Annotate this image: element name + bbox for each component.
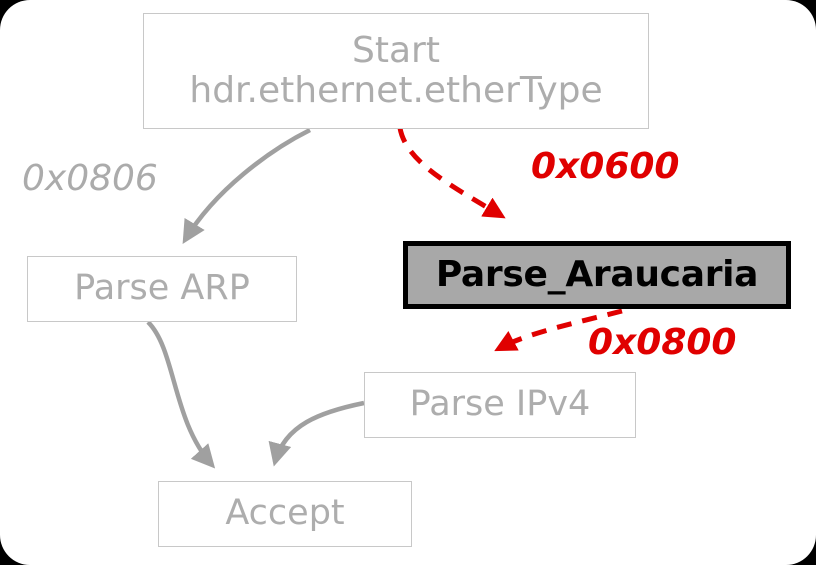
edge-start-to-arp: [182, 127, 312, 245]
edge-arp-to-accept: [146, 320, 216, 469]
node-accept[interactable]: Accept: [158, 481, 412, 547]
node-start[interactable]: Start hdr.ethernet.etherType: [143, 13, 649, 129]
edge-label-0x0600: 0x0600: [531, 146, 680, 187]
edge-ipv4-to-accept: [268, 400, 365, 467]
edge-label-0x0806: 0x0806: [22, 158, 158, 199]
node-parse-araucaria[interactable]: Parse_Araucaria: [403, 241, 791, 309]
edge-start-to-araucaria: [397, 127, 506, 219]
node-parse-ipv4[interactable]: Parse IPv4: [364, 372, 636, 438]
edge-label-0x0800: 0x0800: [588, 322, 737, 363]
node-parse-arp[interactable]: Parse ARP: [27, 256, 297, 322]
